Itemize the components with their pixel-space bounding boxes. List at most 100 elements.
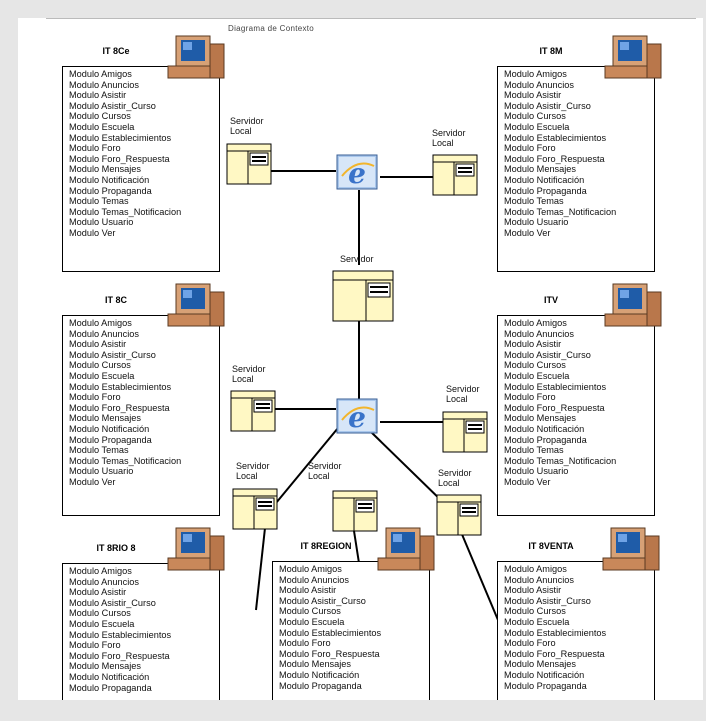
module-item: Modulo Cursos	[504, 606, 566, 617]
module-item: Modulo Anuncios	[69, 79, 139, 90]
module-item: Modulo Propaganda	[69, 682, 152, 693]
module-item: Modulo Asistir_Curso	[69, 100, 156, 111]
diagram-canvas: Diagrama de Contexto IT 8Ce Modulo Amigo…	[18, 18, 703, 700]
node-it8ce: IT 8Ce Modulo Amigos Modulo Anuncios Mod…	[62, 46, 220, 272]
module-item: Modulo Temas	[504, 445, 564, 456]
module-list: Modulo Amigos Modulo Anuncios Modulo Asi…	[69, 69, 181, 239]
computer-icon	[167, 35, 225, 79]
module-item: Modulo Ver	[504, 227, 551, 238]
module-item: Modulo Foro	[69, 143, 121, 154]
module-item: Modulo Asistir_Curso	[504, 349, 591, 360]
module-item: Modulo Foro_Respuesta	[69, 153, 170, 164]
module-item: Modulo Foro_Respuesta	[279, 648, 380, 659]
module-item: Modulo Asistir_Curso	[69, 349, 156, 360]
module-item: Modulo Mensajes	[504, 413, 577, 424]
box-top-rule	[63, 563, 177, 564]
module-item: Modulo Notificación	[279, 669, 360, 680]
computer-icon	[604, 283, 662, 327]
module-item: Modulo Asistir	[504, 339, 562, 350]
local-server-label: Servidor Local	[230, 116, 264, 136]
module-item: Modulo Usuario	[69, 466, 134, 477]
module-item: Modulo Asistir	[279, 585, 337, 596]
module-item: Modulo Temas_Notificacion	[504, 206, 617, 217]
module-item: Modulo Amigos	[69, 318, 132, 328]
diagram-caption: Diagrama de Contexto	[228, 24, 315, 33]
module-item: Modulo Amigos	[504, 564, 567, 574]
module-item: Modulo Cursos	[69, 111, 131, 122]
node-it8m: IT 8M Modulo Amigos Modulo Anuncios Modu…	[497, 46, 655, 272]
module-item: Modulo Temas	[69, 196, 129, 207]
module-item: Modulo Notificación	[69, 423, 150, 434]
module-item: Modulo Asistir_Curso	[69, 597, 156, 608]
module-item: Modulo Asistir	[69, 587, 127, 598]
module-item: Modulo Mensajes	[69, 661, 142, 672]
internet-explorer-icon: e	[336, 398, 378, 434]
link-local-venta-node	[460, 531, 499, 621]
module-item: Modulo Anuncios	[504, 79, 574, 90]
box-top-rule	[63, 315, 177, 316]
module-item: Modulo Mensajes	[504, 164, 577, 175]
module-item: Modulo Foro	[504, 638, 556, 649]
module-list: Modulo Amigos Modulo Anuncios Modulo Asi…	[69, 318, 181, 488]
server-icon	[436, 494, 482, 536]
module-item: Modulo Foro	[504, 392, 556, 403]
module-item: Modulo Foro_Respuesta	[69, 650, 170, 661]
computer-icon	[377, 527, 435, 571]
module-item: Modulo Asistir	[504, 585, 562, 596]
module-item: Modulo Foro	[504, 143, 556, 154]
module-item: Modulo Temas_Notificacion	[69, 206, 182, 217]
module-item: Modulo Amigos	[69, 69, 132, 79]
module-item: Modulo Establecimientos	[279, 627, 382, 638]
server-label: Servidor	[340, 254, 374, 264]
module-item: Modulo Cursos	[504, 111, 566, 122]
module-item: Modulo Cursos	[504, 360, 566, 371]
module-item: Modulo Establecimientos	[69, 132, 172, 143]
module-item: Modulo Escuela	[69, 618, 135, 629]
module-item: Modulo Foro_Respuesta	[504, 153, 605, 164]
module-item: Modulo Foro	[69, 392, 121, 403]
module-list: Modulo Amigos Modulo Anuncios Modulo Asi…	[69, 566, 171, 693]
module-item: Modulo Asistir_Curso	[504, 595, 591, 606]
module-item: Modulo Notificación	[69, 174, 150, 185]
module-item: Modulo Propaganda	[69, 434, 152, 445]
module-item: Modulo Usuario	[504, 217, 569, 228]
module-item: Modulo Anuncios	[504, 328, 574, 339]
node-it8c: IT 8C Modulo Amigos Modulo Anuncios Modu…	[62, 295, 220, 516]
node-title: IT 8Ce	[102, 46, 130, 56]
module-item: Modulo Asistir_Curso	[504, 100, 591, 111]
module-list: Modulo Amigos Modulo Anuncios Modulo Asi…	[504, 69, 616, 239]
module-item: Modulo Ver	[69, 476, 116, 487]
module-item: Modulo Amigos	[69, 566, 132, 576]
module-item: Modulo Anuncios	[69, 576, 139, 587]
module-item: Modulo Temas_Notificacion	[504, 455, 617, 466]
module-item: Modulo Ver	[504, 476, 551, 487]
module-item: Modulo Usuario	[69, 217, 134, 228]
module-item: Modulo Amigos	[504, 69, 567, 79]
server-icon	[332, 270, 394, 322]
top-border	[46, 18, 696, 19]
module-item: Modulo Asistir_Curso	[279, 595, 366, 606]
module-item: Modulo Escuela	[69, 370, 135, 381]
module-item: Modulo Escuela	[69, 121, 135, 132]
module-item: Modulo Notificación	[504, 174, 585, 185]
module-item: Modulo Mensajes	[504, 659, 577, 670]
module-list: Modulo Amigos Modulo Anuncios Modulo Asi…	[504, 318, 616, 488]
module-item: Modulo Propaganda	[69, 185, 152, 196]
module-item: Modulo Establecimientos	[69, 629, 172, 640]
computer-icon	[167, 283, 225, 327]
local-server-label: Servidor Local	[308, 461, 342, 481]
node-it8venta: IT 8VENTA Modulo Amigos Modulo Anuncios …	[497, 541, 655, 700]
module-item: Modulo Escuela	[504, 370, 570, 381]
module-item: Modulo Escuela	[504, 616, 570, 627]
server-icon	[230, 390, 276, 432]
module-item: Modulo Anuncios	[279, 574, 349, 585]
module-item: Modulo Propaganda	[279, 680, 362, 691]
module-item: Modulo Propaganda	[504, 434, 587, 445]
module-item: Modulo Propaganda	[504, 185, 587, 196]
local-server-label: Servidor Local	[432, 128, 466, 148]
link-local-rio-node	[255, 527, 266, 611]
module-item: Modulo Mensajes	[69, 413, 142, 424]
box-top-rule	[63, 66, 177, 67]
module-item: Modulo Asistir	[504, 90, 562, 101]
local-server-label: Servidor Local	[236, 461, 270, 481]
